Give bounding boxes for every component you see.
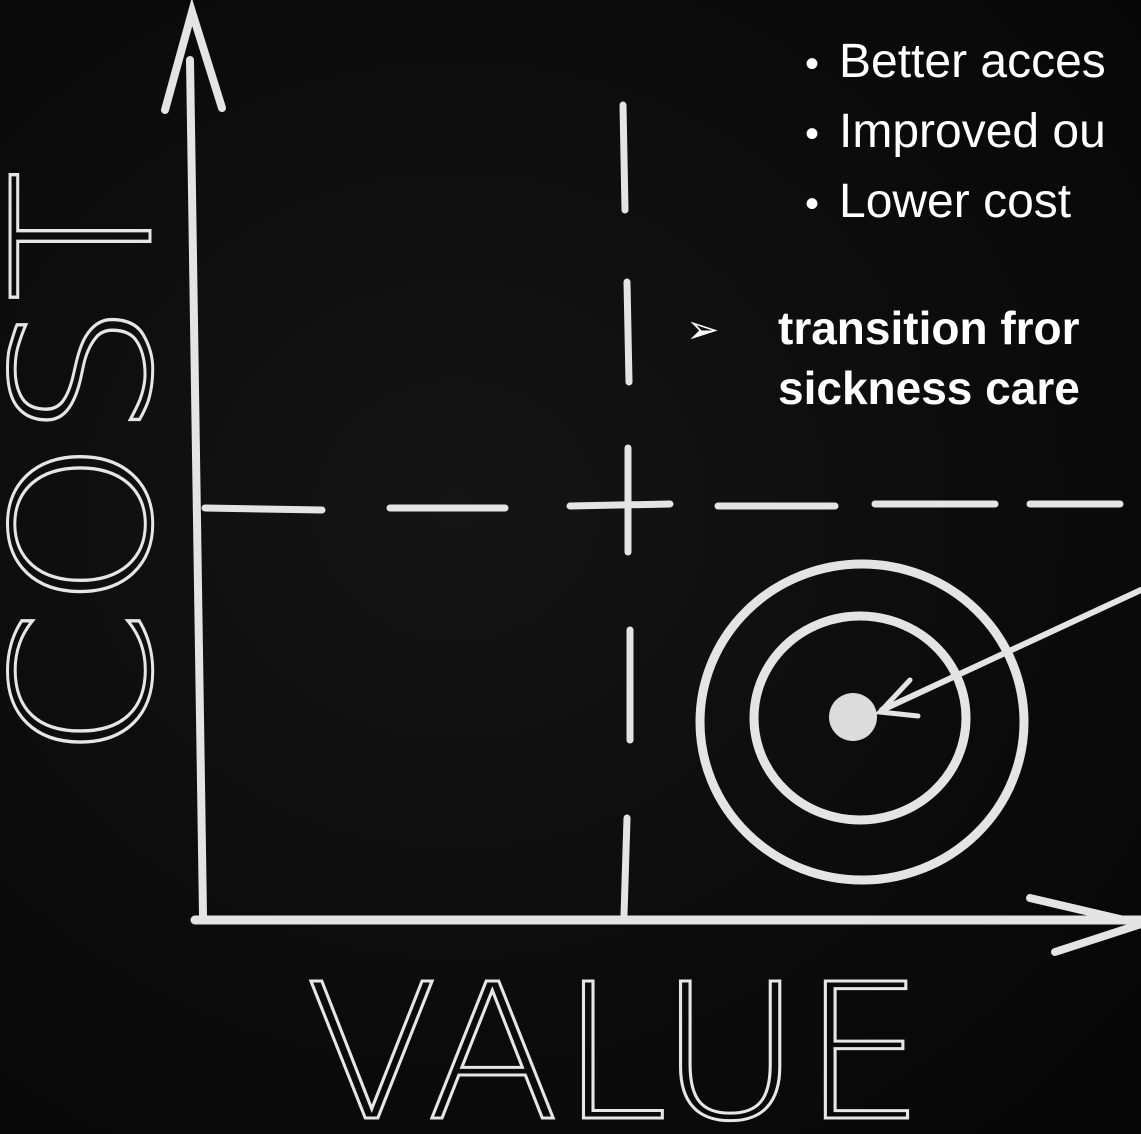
target-outer-ring: [695, 559, 1029, 885]
target-arrow: [879, 587, 1141, 713]
x-axis-label: VALUE: [305, 944, 925, 1134]
arrow-bullet-icon: ➢: [686, 308, 720, 352]
horizontal-dashed-line: [201, 500, 1124, 514]
benefit-list: Better acces Improved ou Lower cost: [805, 28, 1106, 238]
transition-line-2: sickness care: [778, 362, 1080, 414]
target-bullseye: [829, 693, 877, 741]
y-axis-arrowhead: [161, 0, 226, 114]
list-item: Improved ou: [805, 98, 1106, 168]
target-arrow-head: [874, 677, 921, 719]
vertical-dashed-line: [619, 101, 634, 919]
transition-line-1: transition fror: [778, 302, 1080, 354]
list-item: Better acces: [805, 28, 1106, 98]
y-axis-label: COST: [0, 170, 196, 760]
target-inner-ring: [749, 611, 971, 825]
x-axis-arrowhead: [1026, 894, 1141, 956]
list-item: Lower cost: [805, 168, 1106, 238]
y-axis: [186, 56, 207, 919]
